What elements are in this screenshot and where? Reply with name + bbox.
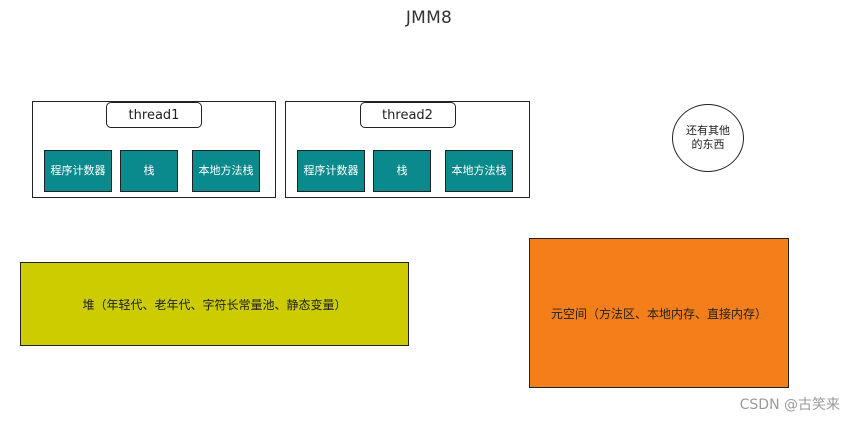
thread-label-1: thread1 — [106, 102, 202, 128]
metaspace-box: 元空间（方法区、本地内存、直接内存） — [529, 238, 789, 388]
thread-box-2: thread2 程序计数器 栈 本地方法栈 — [285, 101, 530, 198]
native-method-stack-cell-1: 本地方法栈 — [192, 150, 260, 192]
stack-cell-1: 栈 — [120, 150, 178, 192]
native-method-stack-cell-2: 本地方法栈 — [445, 150, 513, 192]
thread-label-2: thread2 — [359, 102, 456, 128]
heap-box: 堆（年轻代、老年代、字符长常量池、静态变量） — [20, 262, 409, 346]
watermark: CSDN @古笑来 — [739, 397, 840, 413]
program-counter-cell-1: 程序计数器 — [44, 150, 112, 192]
thread-box-1: thread1 程序计数器 栈 本地方法栈 — [32, 101, 276, 198]
other-things-circle: 还有其他的东西 — [672, 104, 744, 172]
stack-cell-2: 栈 — [373, 150, 431, 192]
program-counter-cell-2: 程序计数器 — [297, 150, 365, 192]
diagram-title: JMM8 — [405, 8, 453, 28]
